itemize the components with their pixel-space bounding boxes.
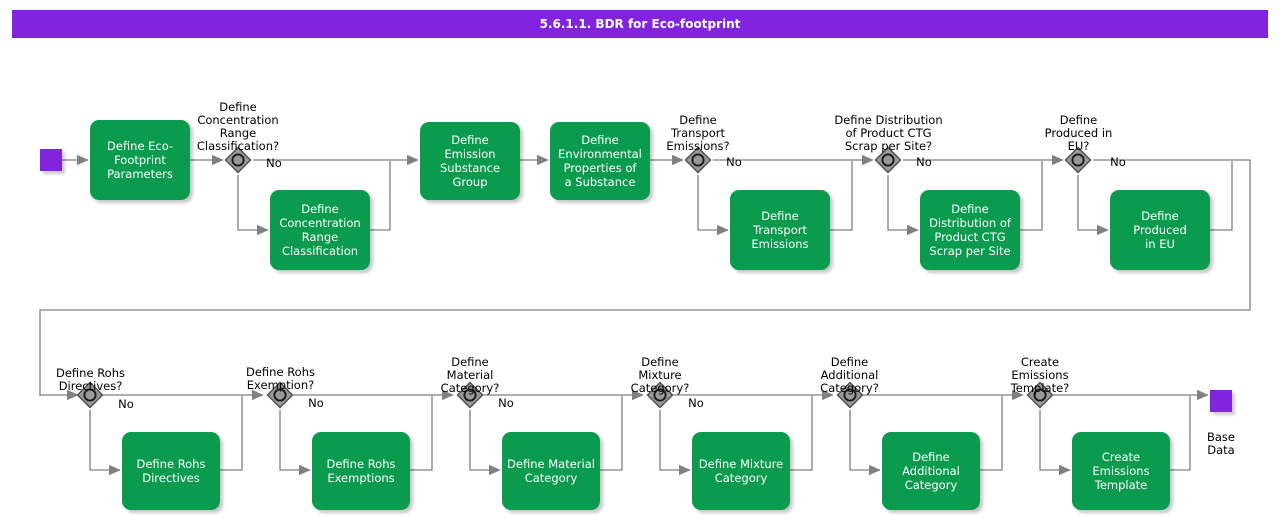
branch-label: No	[726, 155, 742, 169]
gateway-label-define-rohs-exemption: Define Rohs Exemption?	[223, 353, 338, 392]
gateway-no-label-7: No	[490, 384, 522, 410]
gateway-no-label-8: No	[680, 384, 712, 410]
gateway-no-label-5: No	[110, 385, 142, 411]
gateway-no-label-6: No	[300, 384, 332, 410]
start-marker[interactable]	[40, 149, 62, 171]
event-gateway-icon	[684, 146, 712, 174]
gateway-define-transport-emissions[interactable]	[683, 145, 713, 175]
gateway-question-text: Define Material Category?	[440, 355, 500, 395]
gateway-no-label-4: No	[1102, 143, 1134, 169]
event-gateway-icon	[874, 146, 902, 174]
gateway-label-define-rohs-directives: Define Rohs Directives?	[33, 354, 148, 393]
event-gateway-icon	[1026, 381, 1054, 409]
gateway-create-emissions-template[interactable]	[1025, 380, 1055, 410]
branch-label: No	[688, 396, 704, 410]
event-gateway-icon	[646, 381, 674, 409]
gateway-define-rohs-directives[interactable]	[75, 380, 105, 410]
task-label: Create Emissions Template	[1092, 450, 1150, 492]
gateway-question-text: Create Emissions Template?	[1010, 355, 1070, 395]
task-label: Define Material Category	[507, 457, 595, 485]
gateway-label-define-transport-emissions: Define Transport Emissions?	[638, 101, 758, 153]
end-label-text: Base Data	[1206, 430, 1235, 457]
end-marker-label: Base Data	[1192, 418, 1250, 457]
task-label: Define Emission Substance Group	[439, 133, 501, 189]
page-title-bar: 5.6.1.1. BDR for Eco-footprint	[12, 10, 1268, 38]
gateway-label-define-produced-in-eu: Define Produced in EU?	[1026, 101, 1131, 153]
gateway-no-label-3: No	[908, 143, 940, 169]
gateway-define-rohs-exemption[interactable]	[265, 380, 295, 410]
gateway-no-label-2: No	[718, 143, 750, 169]
task-label: Define Produced in EU	[1133, 209, 1187, 251]
task-define-distribution-of-product-ctg-scrap-per-site[interactable]: Define Distribution of Product CTG Scrap…	[920, 190, 1020, 270]
gateway-label-define-material-category: Define Material Category?	[415, 343, 525, 395]
task-label: Define Concentration Range Classificatio…	[279, 202, 361, 258]
end-marker[interactable]	[1210, 390, 1232, 412]
gateway-label-define-additional-category: Define Additional Category?	[792, 343, 907, 395]
page-title: 5.6.1.1. BDR for Eco-footprint	[539, 17, 741, 31]
gateway-label-define-concentration-range-classification: Define Concentration Range Classificatio…	[178, 88, 298, 153]
task-define-concentration-range-classification[interactable]: Define Concentration Range Classificatio…	[270, 190, 370, 270]
task-define-material-category[interactable]: Define Material Category	[502, 432, 600, 510]
task-label: Define Transport Emissions	[751, 209, 809, 251]
task-define-eco-footprint-parameters[interactable]: Define Eco- Footprint Parameters	[90, 120, 190, 200]
task-label: Define Rohs Exemptions	[326, 457, 396, 485]
event-gateway-icon	[76, 381, 104, 409]
task-define-produced-in-eu[interactable]: Define Produced in EU	[1110, 190, 1210, 270]
gateway-question-text: Define Produced in EU?	[1044, 113, 1113, 153]
event-gateway-icon	[266, 381, 294, 409]
gateway-define-distribution-of-product-ctg-scrap-per-site[interactable]	[873, 145, 903, 175]
gateway-question-text: Define Distribution of Product CTG Scrap…	[834, 113, 943, 153]
gateway-define-mixture-category[interactable]	[645, 380, 675, 410]
branch-label: No	[308, 396, 324, 410]
task-define-mixture-category[interactable]: Define Mixture Category	[692, 432, 790, 510]
gateway-question-text: Define Rohs Exemption?	[246, 365, 315, 392]
gateway-label-define-distribution-of-product-ctg-scrap-per-site: Define Distribution of Product CTG Scrap…	[816, 101, 961, 153]
task-label: Define Rohs Directives	[136, 457, 206, 485]
task-label: Define Additional Category	[902, 450, 960, 492]
task-label: Define Distribution of Product CTG Scrap…	[929, 202, 1011, 258]
branch-label: No	[1110, 155, 1126, 169]
gateway-no-label-1: No	[258, 144, 290, 170]
gateway-define-additional-category[interactable]	[835, 380, 865, 410]
event-gateway-icon	[836, 381, 864, 409]
gateway-question-text: Define Rohs Directives?	[56, 366, 125, 393]
gateway-label-define-mixture-category: Define Mixture Category?	[605, 343, 715, 395]
task-label: Define Environmental Properties of a Sub…	[558, 133, 642, 189]
branch-label: No	[118, 397, 134, 411]
task-define-emission-substance-group[interactable]: Define Emission Substance Group	[420, 122, 520, 200]
task-define-environmental-properties-of-a-substance[interactable]: Define Environmental Properties of a Sub…	[550, 122, 650, 200]
gateway-question-text: Define Concentration Range Classificatio…	[196, 100, 280, 153]
event-gateway-icon	[456, 381, 484, 409]
event-gateway-icon	[1064, 146, 1092, 174]
gateway-define-material-category[interactable]	[455, 380, 485, 410]
task-define-additional-category[interactable]: Define Additional Category	[882, 432, 980, 510]
task-define-transport-emissions[interactable]: Define Transport Emissions	[730, 190, 830, 270]
branch-label: No	[916, 155, 932, 169]
gateway-question-text: Define Additional Category?	[820, 355, 879, 395]
gateway-question-text: Define Mixture Category?	[630, 355, 690, 395]
gateway-label-create-emissions-template: Create Emissions Template?	[985, 343, 1095, 395]
gateway-question-text: Define Transport Emissions?	[666, 113, 730, 153]
gateway-define-concentration-range-classification[interactable]	[223, 145, 253, 175]
branch-label: No	[266, 156, 282, 170]
task-define-rohs-exemptions[interactable]: Define Rohs Exemptions	[312, 432, 410, 510]
task-label: Define Eco- Footprint Parameters	[106, 139, 174, 181]
gateway-define-produced-in-eu[interactable]	[1063, 145, 1093, 175]
event-gateway-icon	[224, 146, 252, 174]
task-define-rohs-directives[interactable]: Define Rohs Directives	[122, 432, 220, 510]
task-create-emissions-template[interactable]: Create Emissions Template	[1072, 432, 1170, 510]
task-label: Define Mixture Category	[698, 457, 784, 485]
branch-label: No	[498, 396, 514, 410]
